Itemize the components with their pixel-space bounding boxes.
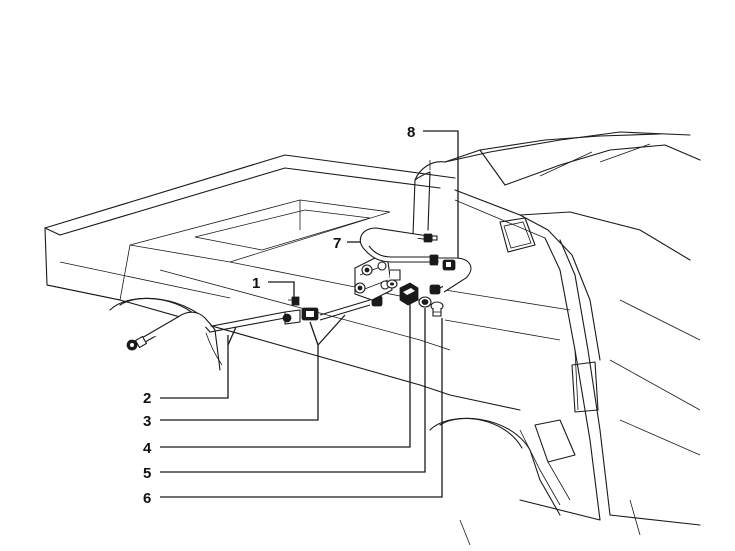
- pipe-end-fitting-right: [429, 284, 441, 295]
- brake-regulator-valve: [354, 257, 401, 301]
- pipe-connector-8: [442, 259, 456, 271]
- pipe-fitting-7-bottom: [429, 254, 439, 266]
- brake-pipe-assembly: [126, 227, 472, 351]
- callout-7: 7: [333, 235, 341, 252]
- banjo-bolt-6: [430, 301, 444, 317]
- callout-6: 6: [143, 490, 151, 507]
- callout-8: 8: [407, 124, 415, 141]
- callout-1: 1: [252, 275, 260, 292]
- pipe-end-fitting-left: [126, 335, 148, 351]
- callout-2: 2: [143, 390, 151, 407]
- callout-3: 3: [143, 413, 151, 430]
- pipe-fitting-7-top: [423, 233, 438, 243]
- pipe-fitting-5: [418, 296, 432, 308]
- callout-4: 4: [143, 440, 152, 457]
- callout-labels: 1 2 3 4 5 6 7 8: [143, 124, 415, 507]
- pipe-block-connector-4: [399, 282, 419, 306]
- pipe-clip-1: [288, 296, 300, 306]
- leader-lines: [160, 130, 459, 498]
- pipe-connector-3: [282, 307, 319, 325]
- sealing-washer: [386, 279, 398, 289]
- callout-5: 5: [143, 465, 151, 482]
